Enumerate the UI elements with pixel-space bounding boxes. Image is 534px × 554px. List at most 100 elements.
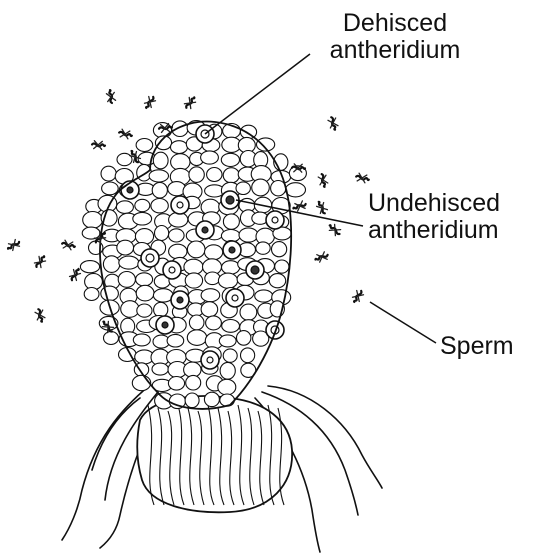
sperm-cell <box>318 173 329 187</box>
body-cell <box>171 154 190 171</box>
body-cell <box>82 227 100 239</box>
body-cell <box>256 242 270 254</box>
body-cell <box>103 256 119 273</box>
body-cell <box>80 261 99 273</box>
sperm-cell <box>143 95 157 110</box>
body-cell <box>117 240 134 255</box>
antheridium-opening <box>202 227 208 233</box>
body-cell <box>222 320 240 333</box>
body-cell <box>169 244 187 259</box>
body-cell <box>84 288 99 301</box>
body-cell <box>222 261 240 274</box>
body-cell <box>137 164 152 181</box>
sperm-cell <box>33 254 47 269</box>
sperm-cell <box>183 95 197 110</box>
antheridium-opening <box>229 247 235 253</box>
antheridium-opening <box>177 297 183 303</box>
body-cell <box>201 289 220 302</box>
body-cell <box>186 375 201 390</box>
dehisced-antheridium-label: Dehisced antheridium <box>314 10 476 64</box>
body-cell <box>187 330 206 346</box>
body-cell <box>171 141 188 154</box>
body-cell <box>136 273 153 286</box>
body-cell <box>133 212 152 225</box>
body-cell <box>172 121 188 137</box>
body-cell <box>236 182 250 195</box>
body-cell <box>205 245 223 260</box>
antheridium-opening <box>251 266 259 274</box>
antheridium-opening <box>207 357 213 363</box>
body-cell <box>218 379 236 395</box>
body-cell <box>152 182 167 198</box>
body-cell <box>101 166 116 181</box>
body-cell <box>201 151 219 164</box>
body-cell <box>185 273 202 288</box>
body-cell <box>153 152 168 169</box>
sperm-cell <box>327 116 338 131</box>
body-cell <box>241 348 255 363</box>
body-cell <box>221 153 239 166</box>
body-cell <box>119 256 139 269</box>
sperm-cell <box>292 200 307 212</box>
body-cell <box>83 212 103 229</box>
antheridium-opening <box>272 217 278 223</box>
body-cell <box>167 334 184 347</box>
body-cell <box>184 259 203 274</box>
body-cell <box>275 260 289 273</box>
body-cell <box>255 290 273 302</box>
body-cell <box>204 392 219 406</box>
body-cell <box>220 394 235 406</box>
antheridium-opening <box>127 187 133 193</box>
sperm-cell <box>351 289 365 304</box>
antheridium-opening <box>162 322 168 328</box>
body-cell <box>169 229 185 242</box>
body-cell <box>189 167 204 183</box>
body-cell <box>223 214 239 229</box>
sperm-cell <box>315 200 328 215</box>
sperm-cell <box>106 89 116 103</box>
undehisced-label-line-2: antheridium <box>368 217 500 244</box>
dehisced-label-line-1: Dehisced <box>314 10 476 37</box>
sperm-leader-line <box>370 302 436 343</box>
body-cell <box>205 272 220 285</box>
body-cell <box>219 335 236 347</box>
body-cell <box>201 302 218 317</box>
body-cell <box>133 334 150 346</box>
undehisced-label-line-1: Undehisced <box>368 190 500 217</box>
body-cell <box>104 332 119 345</box>
body-cell <box>185 393 199 408</box>
body-cell <box>187 241 205 258</box>
body-cell <box>135 229 153 245</box>
body-cell <box>168 377 184 391</box>
antheridium-opening <box>169 267 175 273</box>
body-cell <box>218 273 237 288</box>
sperm-cell <box>355 173 370 184</box>
body-cell <box>269 274 285 288</box>
body-cell <box>239 228 258 242</box>
antheridial-cell-mass <box>80 121 306 409</box>
body-cell <box>252 179 270 196</box>
sperm-cell <box>69 267 82 282</box>
body-cell <box>151 199 168 213</box>
body-cell <box>154 302 168 317</box>
sperm-cell <box>327 222 342 237</box>
sperm-cell <box>35 308 46 323</box>
body-cell <box>118 272 135 288</box>
dehisced-leader-line <box>205 54 310 134</box>
sperm-cell <box>6 238 21 252</box>
antheridium-opening <box>146 254 154 262</box>
body-cell <box>207 168 222 182</box>
sperm-cell <box>61 240 75 251</box>
body-cell <box>101 286 119 301</box>
dehisced-label-line-2: antheridium <box>314 37 476 64</box>
body-cell <box>155 226 169 241</box>
body-cell <box>189 315 204 330</box>
body-cell <box>136 285 154 301</box>
antheridium-opening <box>226 196 234 204</box>
sperm-cell <box>118 129 133 140</box>
body-cell <box>137 304 152 317</box>
sperm-label: Sperm <box>440 333 514 360</box>
body-cell <box>121 301 139 318</box>
body-cell <box>152 363 168 375</box>
